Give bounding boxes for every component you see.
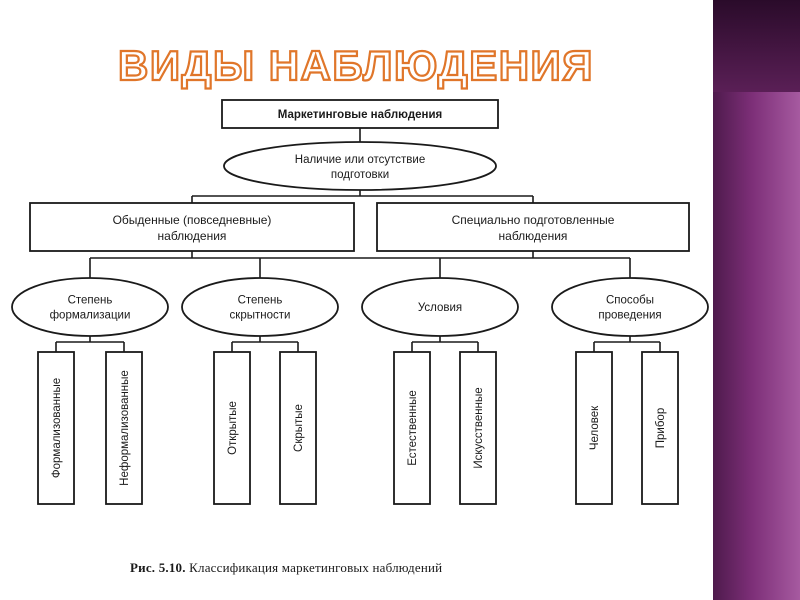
criterion-2-line-1: Степень (238, 295, 283, 307)
connector-lines (55, 128, 661, 352)
criterion-1-line-1: Степень (68, 295, 113, 307)
figure-caption-prefix: Рис. 5.10. (130, 560, 186, 575)
root-node-label: Маркетинговые наблюдения (278, 109, 443, 121)
branch-right-line-1: Специально подготовленные (452, 213, 615, 227)
leaf-3-1-label: Естественные (407, 390, 419, 466)
leaf-3-1-box (393, 351, 431, 505)
leaf-3-2-box (459, 351, 497, 505)
leaf-4-1-box (575, 351, 613, 505)
figure-caption: Рис. 5.10. Классификация маркетинговых н… (130, 560, 690, 576)
leaf-1-2-box (105, 351, 143, 505)
root-node-box (221, 99, 499, 129)
leaf-4-2-box (641, 351, 679, 505)
criterion-3-line-1: Условия (418, 302, 462, 314)
leaf-2-1-label: Открытые (227, 401, 239, 455)
criterion-2-line-2: скрытности (230, 310, 291, 322)
decorative-side-band-top (713, 0, 800, 92)
criterion-main-ellipse (223, 141, 497, 191)
decorative-side-band (713, 0, 800, 600)
leaf-1-2-label: Неформализованные (119, 370, 131, 486)
branch-left-line-2: наблюдения (158, 229, 227, 243)
leaf-1-1-box (37, 351, 75, 505)
slide-title: ВИДЫ НАБЛЮДЕНИЯ (118, 41, 594, 90)
criterion-main-line-2: подготовки (331, 169, 389, 181)
criterion-4-line-2: проведения (598, 310, 661, 322)
criterion-4-ellipse (551, 277, 709, 337)
criterion-2-ellipse (181, 277, 339, 337)
branch-left-box (29, 202, 355, 252)
leaf-4-1-label: Человек (589, 405, 601, 450)
criterion-4-line-1: Способы (606, 295, 654, 307)
leaf-2-2-box (279, 351, 317, 505)
criterion-3-ellipse (361, 277, 519, 337)
criterion-1-line-2: формализации (50, 310, 131, 322)
branch-right-box (376, 202, 690, 252)
criterion-main-line-1: Наличие или отсутствие (295, 154, 425, 166)
leaf-3-2-label: Искусственные (473, 387, 485, 468)
leaf-4-2-label: Прибор (655, 408, 667, 448)
branch-left-line-1: Обыденные (повседневные) (113, 213, 272, 227)
leaf-2-2-label: Скрытые (293, 404, 305, 452)
leaf-2-1-box (213, 351, 251, 505)
criterion-1-ellipse (11, 277, 169, 337)
figure-caption-text: Классификация маркетинговых наблюдений (189, 560, 443, 575)
slide-title-text: ВИДЫ НАБЛЮДЕНИЯ (118, 42, 594, 89)
branch-right-line-2: наблюдения (499, 229, 568, 243)
leaf-1-1-label: Формализованные (51, 378, 63, 478)
